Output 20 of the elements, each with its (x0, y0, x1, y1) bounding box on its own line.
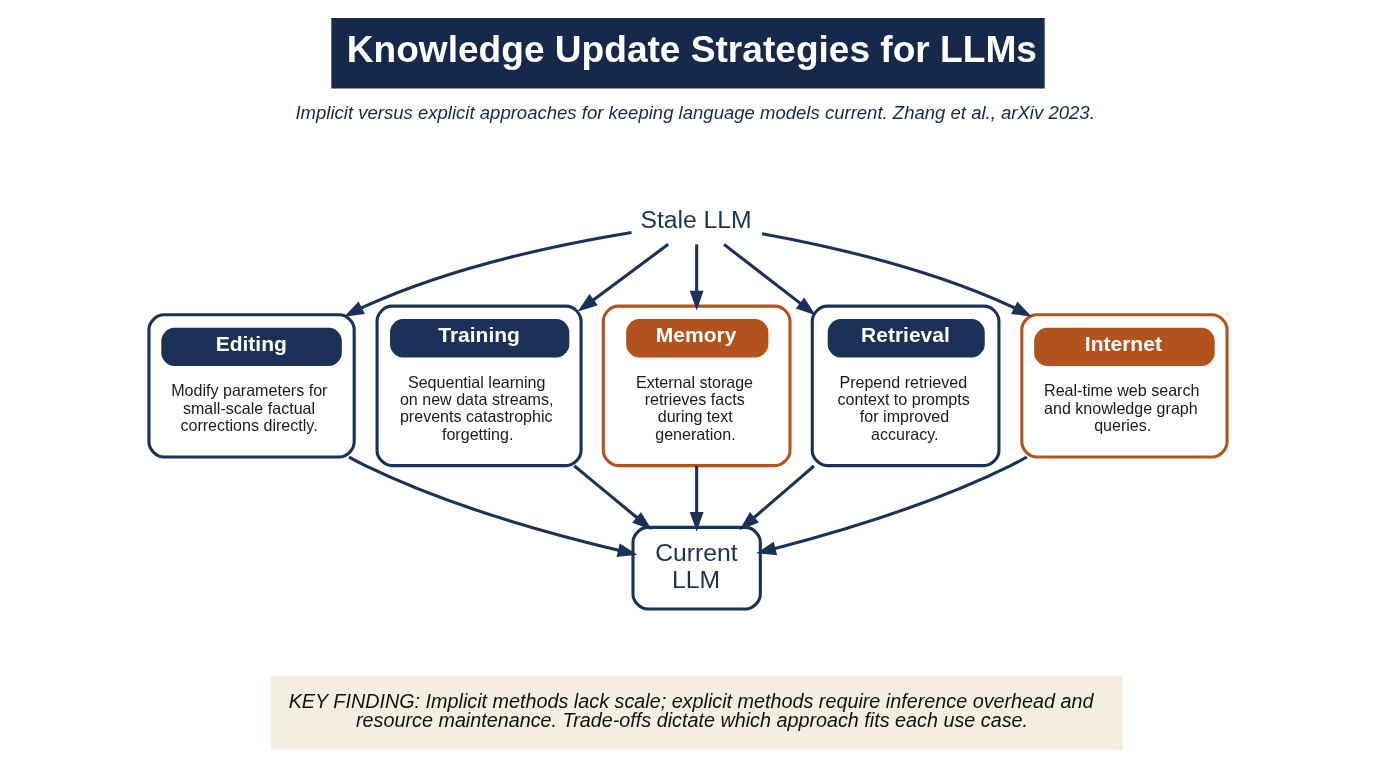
node-box: Training Sequential learning on new data streams, prevents catastrophic forgetting. (375, 304, 583, 468)
arrow (689, 244, 704, 311)
label: Implicit versus explicit approaches for keeping language models current. Zhang et al., arXiv 2023. (295, 101, 1095, 123)
arrow (739, 464, 815, 531)
arrow (723, 243, 816, 316)
diagram-title: Knowledge Update Strategies for LLMs (346, 27, 1037, 70)
caption: KEY FINDING: Implicit methods lack scale; explicit methods require inference overhead and resource maintenance. Trade-offs dictate which approach fits each use case. (288, 689, 1094, 732)
node-box: Retrieval Prepend retrieved context to prompts for improved accuracy. (810, 304, 1001, 468)
arrow (756, 455, 1028, 556)
arrow (761, 232, 1032, 317)
node-box: Current LLM (631, 525, 762, 611)
node-box: Internet Real-time web search and knowledge graph queries. (1020, 313, 1229, 459)
arrow (689, 466, 704, 532)
node-text: Stale LLM (640, 206, 752, 234)
node-box: Editing Modify parameters for small-scale factual corrections directly. (147, 313, 356, 459)
arrow (348, 455, 638, 557)
arrow (573, 464, 652, 530)
node-box: Memory External storage retrieves facts during text generation. (601, 304, 792, 468)
arrow (577, 243, 670, 312)
arrow (344, 230, 632, 317)
